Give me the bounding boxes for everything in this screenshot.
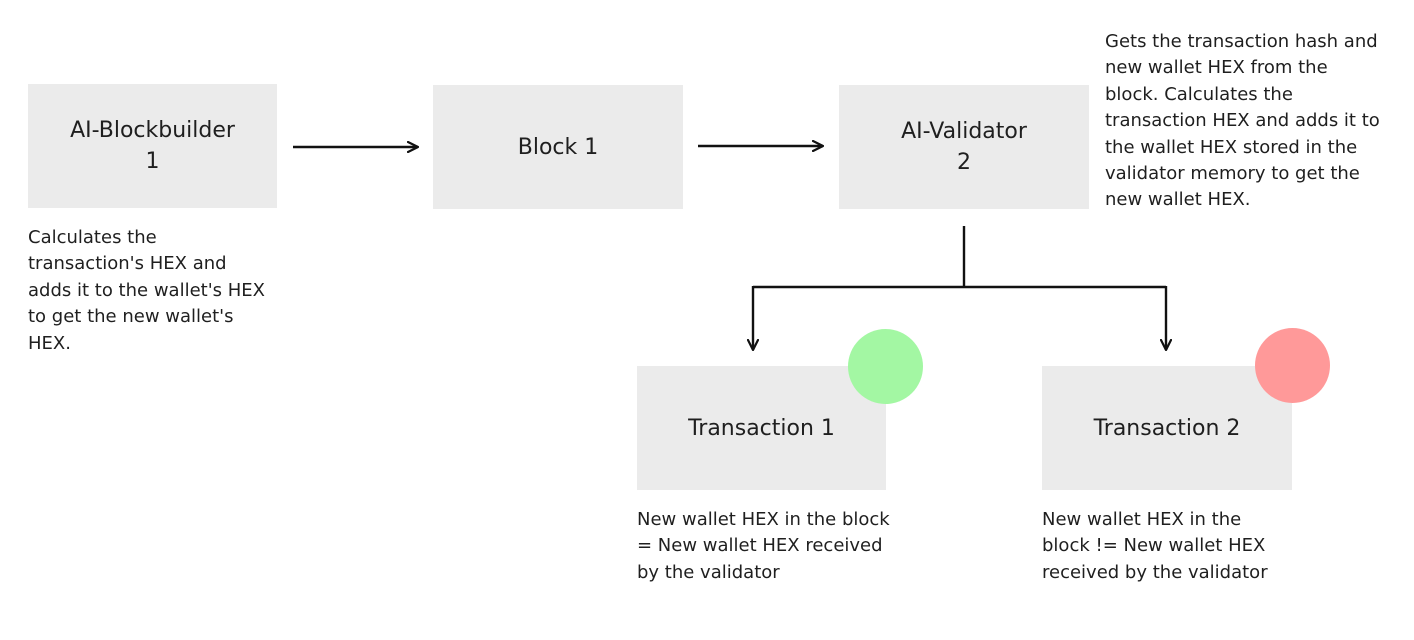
- node-transaction-1-label: Transaction 1: [688, 415, 835, 441]
- note-transaction-1: New wallet HEX in the block = New wallet…: [637, 509, 890, 583]
- node-ai-blockbuilder-label: AI-Blockbuilder 1: [70, 118, 235, 174]
- status-dot-valid: [848, 329, 923, 404]
- node-ai-blockbuilder: AI-Blockbuilder 1: [28, 84, 277, 208]
- note-blockbuilder: Calculates the transaction's HEX and add…: [28, 227, 265, 354]
- node-transaction-1: Transaction 1: [637, 366, 886, 490]
- status-dot-invalid: [1255, 328, 1330, 403]
- note-transaction-2: New wallet HEX in the block != New walle…: [1042, 509, 1268, 583]
- node-transaction-2-label: Transaction 2: [1093, 415, 1241, 441]
- node-transaction-2: Transaction 2: [1042, 366, 1292, 490]
- node-block-1-label: Block 1: [517, 134, 599, 160]
- node-block-1: Block 1: [433, 85, 683, 209]
- node-ai-validator: AI-Validator 2: [839, 85, 1089, 209]
- node-ai-validator-label: AI-Validator 2: [901, 119, 1027, 175]
- note-validator: Gets the transaction hash and new wallet…: [1105, 31, 1380, 211]
